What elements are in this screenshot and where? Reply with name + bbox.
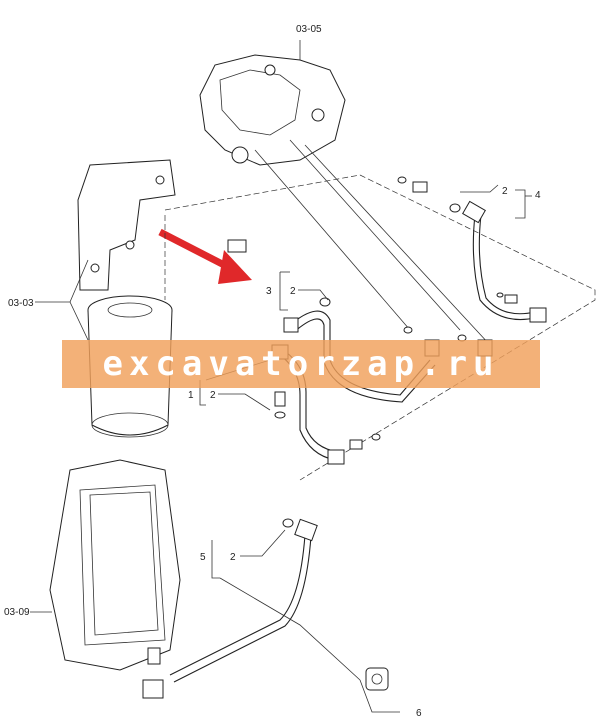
pipe-4 <box>397 176 547 323</box>
callout-pump: 03-05 <box>296 24 322 35</box>
red-arrow <box>158 228 252 284</box>
callout-2-bottom: 2 <box>230 552 236 563</box>
fuel-pump <box>199 40 346 166</box>
callout-5: 5 <box>200 552 206 563</box>
callout-4: 4 <box>535 190 541 201</box>
watermark-banner: excavatorzap.ru <box>62 340 540 388</box>
callout-2-left: 2 <box>210 390 216 401</box>
callout-1: 1 <box>188 390 194 401</box>
callout-6: 6 <box>416 708 422 719</box>
callout-2-mid: 2 <box>290 286 296 297</box>
callout-2-top: 2 <box>502 186 508 197</box>
fitting-6 <box>365 667 389 691</box>
radiator <box>49 459 181 671</box>
callout-radiator: 03-09 <box>4 607 30 618</box>
pipe-5 <box>142 518 318 699</box>
fittings-middle <box>227 239 493 357</box>
callout-filter: 03-03 <box>8 298 34 309</box>
callout-3: 3 <box>266 286 272 297</box>
watermark-text: excavatorzap.ru <box>102 344 500 384</box>
bracket <box>77 159 176 291</box>
